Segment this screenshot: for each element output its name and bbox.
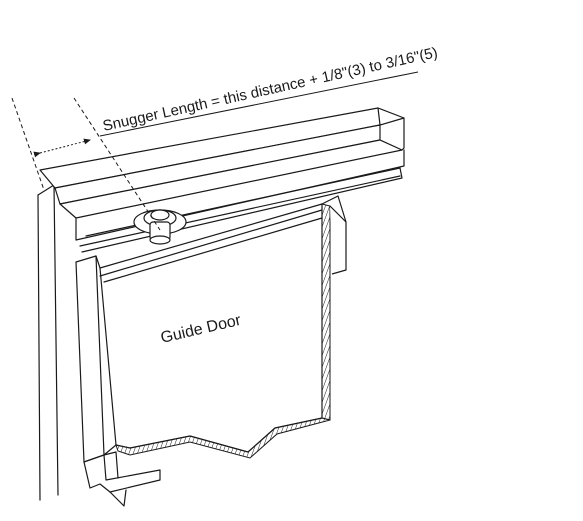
door-jamb bbox=[37, 184, 59, 501]
reference-line-left bbox=[11, 97, 45, 191]
header-track bbox=[39, 107, 405, 253]
reference-line-right bbox=[73, 97, 161, 231]
snugger-knob bbox=[133, 209, 187, 245]
left-guide-channel bbox=[75, 255, 161, 507]
annotation-leader-line bbox=[99, 71, 419, 137]
dimension-arrow bbox=[33, 138, 91, 158]
guide-door-panel bbox=[99, 195, 347, 459]
snugger-length-annotation: Snugger Length = this distance + 1/8"(3)… bbox=[101, 44, 439, 135]
